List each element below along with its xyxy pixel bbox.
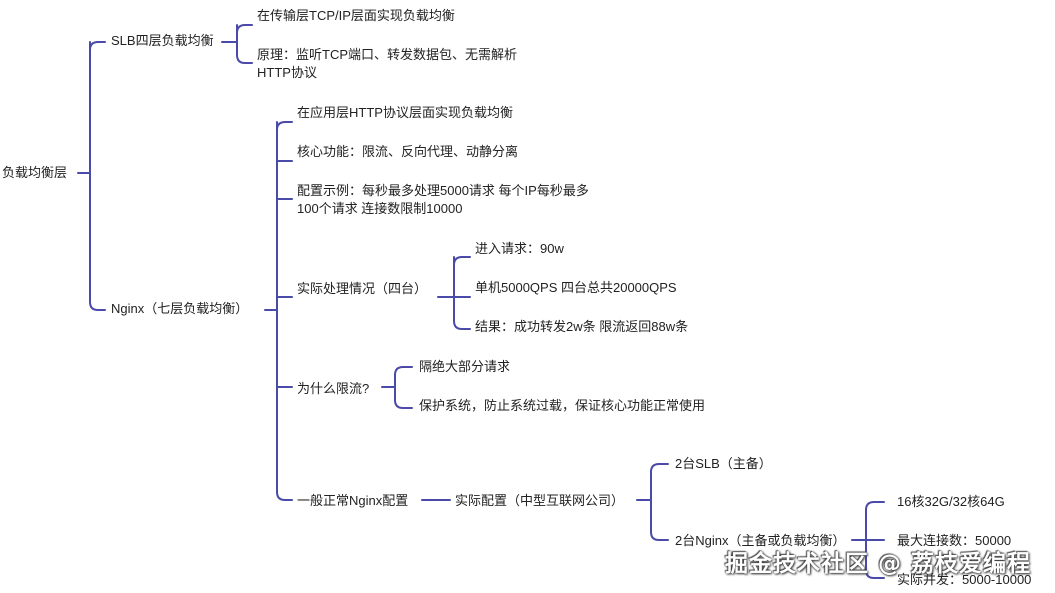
- nginx2-child-cpu[interactable]: 16核32G/32核64G: [897, 493, 1005, 511]
- nginx-node[interactable]: Nginx（七层负载均衡）: [111, 300, 249, 318]
- nginx-layer-node[interactable]: 在应用层HTTP协议层面实现负载均衡: [297, 104, 513, 122]
- nginx2-child-maxconn[interactable]: 最大连接数：50000: [897, 532, 1012, 550]
- nginx2-child-concurrency[interactable]: 实际并发：5000-10000: [897, 571, 1032, 589]
- nginx-core-node[interactable]: 核心功能：限流、反向代理、动静分离: [297, 143, 519, 161]
- actual-child-result[interactable]: 结果：成功转发2w条 限流返回88w条: [475, 318, 689, 336]
- root-node[interactable]: 负载均衡层: [2, 164, 68, 182]
- nginx2-node[interactable]: 2台Nginx（主备或负载均衡）: [675, 532, 846, 550]
- slb2-node[interactable]: 2台SLB（主备）: [675, 455, 772, 473]
- actual-child-requests[interactable]: 进入请求：90w: [475, 240, 564, 258]
- actual-node[interactable]: 实际处理情况（四台）: [297, 280, 428, 298]
- slb-child-transport[interactable]: 在传输层TCP/IP层面实现负载均衡: [257, 7, 455, 25]
- why-child-protect[interactable]: 保护系统，防止系统过载，保证核心功能正常使用: [419, 397, 719, 415]
- normal-config-node[interactable]: 一般正常Nginx配置: [297, 492, 409, 510]
- actual-child-qps[interactable]: 单机5000QPS 四台总共20000QPS: [475, 279, 677, 297]
- slb-node[interactable]: SLB四层负载均衡: [111, 32, 214, 50]
- why-child-isolate[interactable]: 隔绝大部分请求: [419, 358, 511, 376]
- nginx-config-example-node[interactable]: 配置示例：每秒最多处理5000请求 每个IP每秒最多100个请求 连接数限制10…: [297, 182, 602, 218]
- slb-child-principle[interactable]: 原理：监听TCP端口、转发数据包、无需解析HTTP协议: [257, 46, 547, 82]
- why-node[interactable]: 为什么限流?: [297, 380, 370, 398]
- watermark: 掘金技术社区 @ 荔枝爱编程: [725, 551, 1032, 577]
- actual-config-node[interactable]: 实际配置（中型互联网公司）: [455, 492, 625, 510]
